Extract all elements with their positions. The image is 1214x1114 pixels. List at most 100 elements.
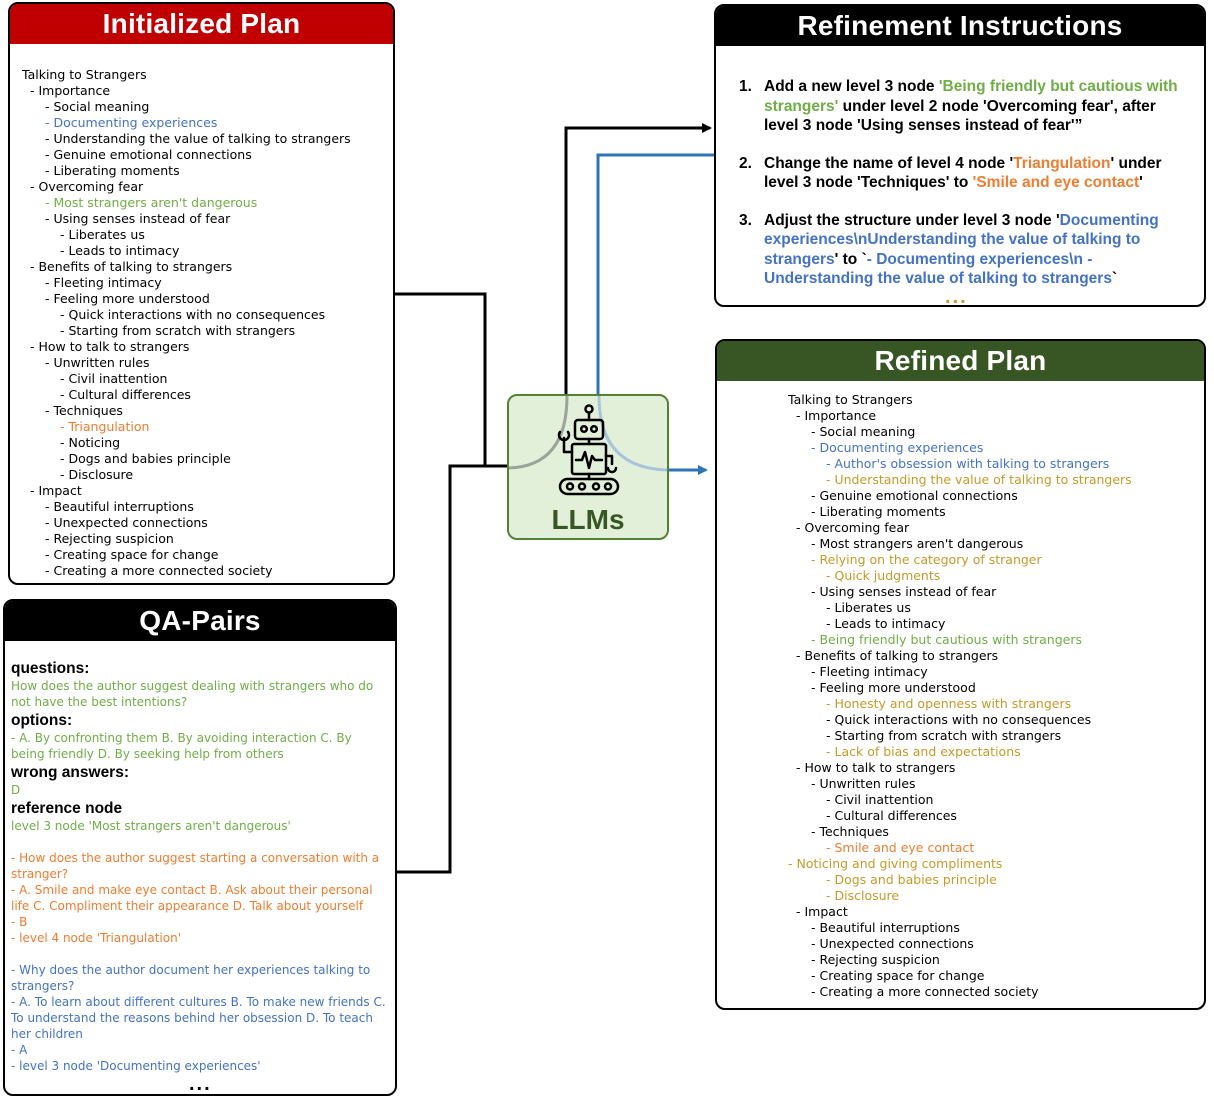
refined-plan-header: Refined Plan — [717, 341, 1204, 381]
initialized-plan-node: - Civil inattention — [60, 371, 168, 386]
initialized-plan-node: - Rejecting suspicion — [45, 531, 174, 546]
refined-plan-node: - Rejecting suspicion — [811, 952, 940, 967]
refinement-instruction-number: 2. — [739, 154, 752, 172]
qa-third-question: - Why does the author document her exper… — [11, 963, 371, 993]
refined-plan-node: - Lack of bias and expectations — [826, 744, 1021, 759]
refined-plan-node: - Civil inattention — [826, 792, 934, 807]
initialized-plan-node: - Liberating moments — [45, 163, 180, 178]
refinement-instruction-part: Triangulation — [1013, 154, 1111, 172]
initialized-plan-node: - Most strangers aren't dangerous — [45, 195, 258, 210]
initialized-plan-panel: Initialized Plan Talking to Strangers- I… — [8, 2, 395, 585]
refinement-instruction-part: Change the name of level 4 node ' — [764, 154, 1014, 172]
refinement-instruction-text: Add a new level 3 node 'Being friendly b… — [764, 77, 1194, 136]
qa-second-reference: - level 4 node 'Triangulation' — [11, 931, 181, 945]
refined-plan-panel: Refined Plan Talking to Strangers- Impor… — [715, 339, 1206, 1010]
refined-plan-node: - Author's obsession with talking to str… — [826, 456, 1110, 471]
initialized-plan-node: - Overcoming fear — [30, 179, 144, 194]
refinement-instruction-part: ' under level 3 node 'Techniques' to — [764, 154, 1162, 192]
qa-heading-reference-node: reference node — [11, 800, 123, 817]
initialized-plan-node: - Social meaning — [45, 99, 150, 114]
initialized-plan-node: Talking to Strangers — [22, 67, 147, 82]
connector-llm-to-instructions — [564, 123, 712, 395]
qa-third-reference: - level 3 node 'Documenting experiences' — [11, 1059, 261, 1073]
initialized-plan-node: - Triangulation — [60, 419, 150, 434]
qa-second-question: - How does the author suggest starting a… — [11, 851, 380, 881]
refinement-instruction-part: under level 2 node 'Overcoming fear', af… — [764, 97, 1156, 135]
qa-heading-wrong-answers: wrong answers: — [11, 764, 129, 781]
refined-plan-node: - Most strangers aren't dangerous — [811, 536, 1024, 551]
refined-plan-node: - Leads to intimacy — [826, 616, 946, 631]
refined-plan-node: - Unexpected connections — [811, 936, 974, 951]
qa-heading-options: options: — [11, 712, 73, 729]
refined-plan-node: - Documenting experiences — [811, 440, 984, 455]
initialized-plan-node: - Starting from scratch with strangers — [60, 323, 296, 338]
refined-plan-node: - Honesty and openness with strangers — [826, 696, 1072, 711]
refinement-instruction-part: 'Being friendly but cautious with strang… — [764, 78, 1178, 115]
refined-plan-node: - Impact — [796, 904, 848, 919]
refined-plan-node: - Unwritten rules — [811, 776, 916, 791]
refined-plan-node: - Creating a more connected society — [811, 984, 1039, 999]
refinement-instruction-part: - Documenting experiences\n - Understand… — [764, 250, 1112, 288]
robot-icon — [557, 404, 620, 496]
qa-pairs-title: QA-Pairs — [139, 605, 261, 636]
initialized-plan-node: - Techniques — [45, 403, 123, 418]
qa-pairs-header: QA-Pairs — [5, 601, 395, 641]
initialized-plan-node: - Beautiful interruptions — [45, 499, 194, 514]
initialized-plan-node: - Fleeting intimacy — [45, 275, 162, 290]
refined-plan-node: - Techniques — [811, 824, 889, 839]
initialized-plan-node: - Creating a more connected society — [45, 563, 273, 578]
initialized-plan-node: - Understanding the value of talking to … — [45, 131, 351, 146]
initialized-plan-node: - Unexpected connections — [45, 515, 208, 530]
qa-first-question: How does the author suggest dealing with… — [11, 679, 374, 709]
qa-first-reference: level 3 node 'Most strangers aren't dang… — [11, 819, 291, 833]
qa-second-wrong-answer: - B — [11, 915, 28, 929]
refined-plan-node: - Smile and eye contact — [826, 840, 975, 855]
initialized-plan-node: - Impact — [30, 483, 82, 498]
refinement-instruction-part: 'Smile and eye contact — [972, 174, 1140, 191]
refinement-instruction-text: Change the name of level 4 node 'Triangu… — [764, 154, 1194, 193]
refined-plan-node: - Starting from scratch with strangers — [826, 728, 1062, 743]
qa-pairs-body: questions: How does the author suggest d… — [11, 658, 389, 1074]
refined-plan-node: - Social meaning — [811, 424, 916, 439]
refined-plan-node: Talking to Strangers — [788, 392, 913, 407]
refinement-instruction-text: Adjust the structure under level 3 node … — [764, 211, 1194, 289]
refinement-instruction-item: 2. Change the name of level 4 node 'Trian… — [739, 154, 1194, 193]
refined-plan-node: - Noticing and giving compliments — [788, 856, 1003, 871]
refined-plan-tree: Talking to Strangers- Importance- Social… — [788, 392, 1132, 1000]
initialized-plan-node: - Benefits of talking to strangers — [30, 259, 233, 274]
refinement-instruction-part: Documenting experiences\nUnderstanding t… — [764, 211, 1159, 268]
qa-heading-questions: questions: — [11, 660, 90, 677]
initialized-plan-node: - Feeling more understood — [45, 291, 210, 306]
initialized-plan-header: Initialized Plan — [10, 4, 393, 44]
refined-plan-node: - Benefits of talking to strangers — [796, 648, 999, 663]
refinement-instructions-panel: Refinement Instructions 1. Add a new leve… — [714, 4, 1206, 307]
refined-plan-title: Refined Plan — [874, 345, 1047, 376]
refinement-ellipsis: ... — [945, 286, 968, 307]
initialized-plan-node: - Unwritten rules — [45, 355, 150, 370]
refined-plan-node: - Quick interactions with no consequence… — [826, 712, 1092, 727]
refinement-instruction-number: 1. — [739, 78, 752, 95]
qa-second-options: - A. Smile and make eye contact B. Ask a… — [11, 883, 373, 913]
connector-instructions-to-llm — [596, 153, 716, 395]
initialized-plan-node: - Importance — [30, 83, 111, 98]
refined-plan-node: - Disclosure — [826, 888, 900, 903]
llm-label: LLMs — [551, 504, 625, 535]
refinement-instructions-title: Refinement Instructions — [797, 10, 1123, 41]
initialized-plan-node: - Liberates us — [60, 227, 145, 242]
initialized-plan-node: - Using senses instead of fear — [45, 211, 231, 226]
qa-first-options: - A. By confronting them B. By avoiding … — [11, 731, 352, 761]
refined-plan-node: - Feeling more understood — [811, 680, 976, 695]
refined-plan-node: - Cultural differences — [826, 808, 957, 823]
refined-plan-node: - Liberates us — [826, 600, 911, 615]
qa-third-wrong-answer: - A — [11, 1043, 28, 1057]
refinement-instruction-item: 1. Add a new level 3 node 'Being friendly… — [739, 77, 1194, 136]
initialized-plan-node: - Leads to intimacy — [60, 243, 180, 258]
initialized-plan-node: - Creating space for change — [45, 547, 219, 562]
refined-plan-node: - Liberating moments — [811, 504, 946, 519]
initialized-plan-node: - Quick interactions with no consequence… — [60, 307, 326, 322]
initialized-plan-node: - Disclosure — [60, 467, 134, 482]
initialized-plan-node: - Cultural differences — [60, 387, 191, 402]
refined-plan-node: - Fleeting intimacy — [811, 664, 928, 679]
llm-box: LLMs — [507, 394, 669, 540]
